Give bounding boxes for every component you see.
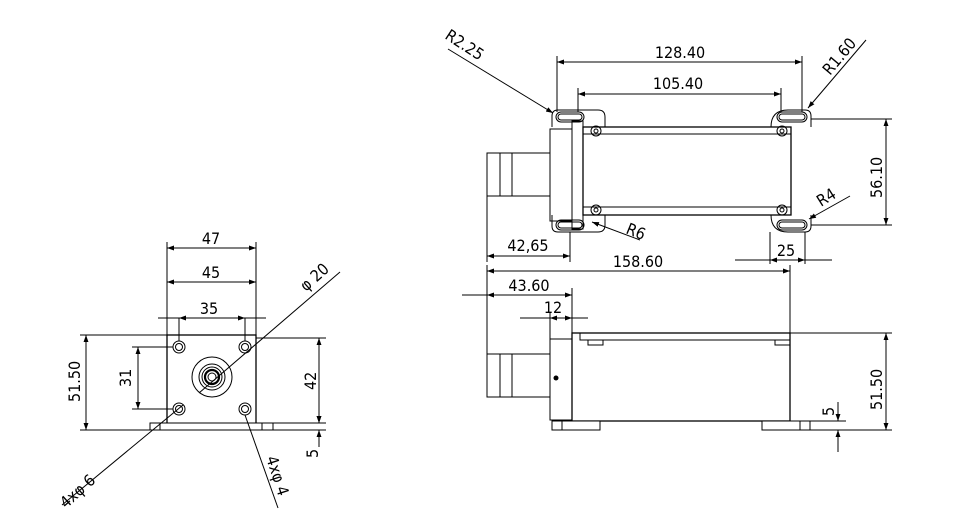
dim-42: 42 — [301, 372, 320, 390]
front-view-shaft — [191, 356, 233, 398]
dim-31: 31 — [116, 369, 135, 387]
dim-25: 25 — [777, 241, 795, 260]
dim-128-40: 128.40 — [655, 43, 705, 62]
side-view: 158.60 43.60 12 51.50 5 — [462, 252, 892, 452]
side-view-motor — [486, 353, 551, 398]
dim-43-60: 43.60 — [508, 276, 549, 295]
front-view-mounting-holes — [172, 340, 252, 416]
top-view-slots — [555, 111, 808, 231]
dim-r-6: R6 — [624, 219, 649, 244]
dim-42-65: 42,65 — [507, 236, 548, 255]
side-view-foot-right — [761, 420, 811, 431]
front-view-base-plate — [149, 422, 274, 431]
top-view-motor — [486, 152, 551, 197]
dim-holes-phi-6: 4xφ 6 — [56, 470, 99, 511]
front-view: 47 45 35 φ 20 51.50 31 42 5 — [56, 229, 341, 512]
dim-height-51-50: 51.50 — [65, 361, 84, 402]
dim-r-2-25: R2.25 — [442, 25, 488, 64]
dim-45: 45 — [202, 263, 220, 282]
dim-12: 12 — [544, 298, 562, 317]
dim-r-4: R4 — [813, 184, 839, 210]
dim-35: 35 — [200, 299, 218, 318]
dim-51-50-side: 51.50 — [867, 369, 886, 410]
dim-5-side: 5 — [819, 407, 838, 416]
top-view-rail — [582, 126, 792, 216]
top-view: R2.25 128.40 105.40 R1.60 56.10 R4 R6 42… — [442, 25, 892, 264]
side-view-body — [571, 332, 791, 422]
dim-56-10: 56.10 — [867, 157, 886, 198]
top-view-flange — [549, 128, 573, 222]
dim-phi-20: φ 20 — [296, 259, 333, 295]
dim-47: 47 — [202, 229, 220, 248]
dim-5-front: 5 — [303, 449, 322, 458]
dim-158-60: 158.60 — [613, 252, 663, 271]
side-view-flange — [549, 338, 573, 421]
side-view-foot-left — [551, 420, 601, 431]
dim-105-40: 105.40 — [653, 74, 703, 93]
